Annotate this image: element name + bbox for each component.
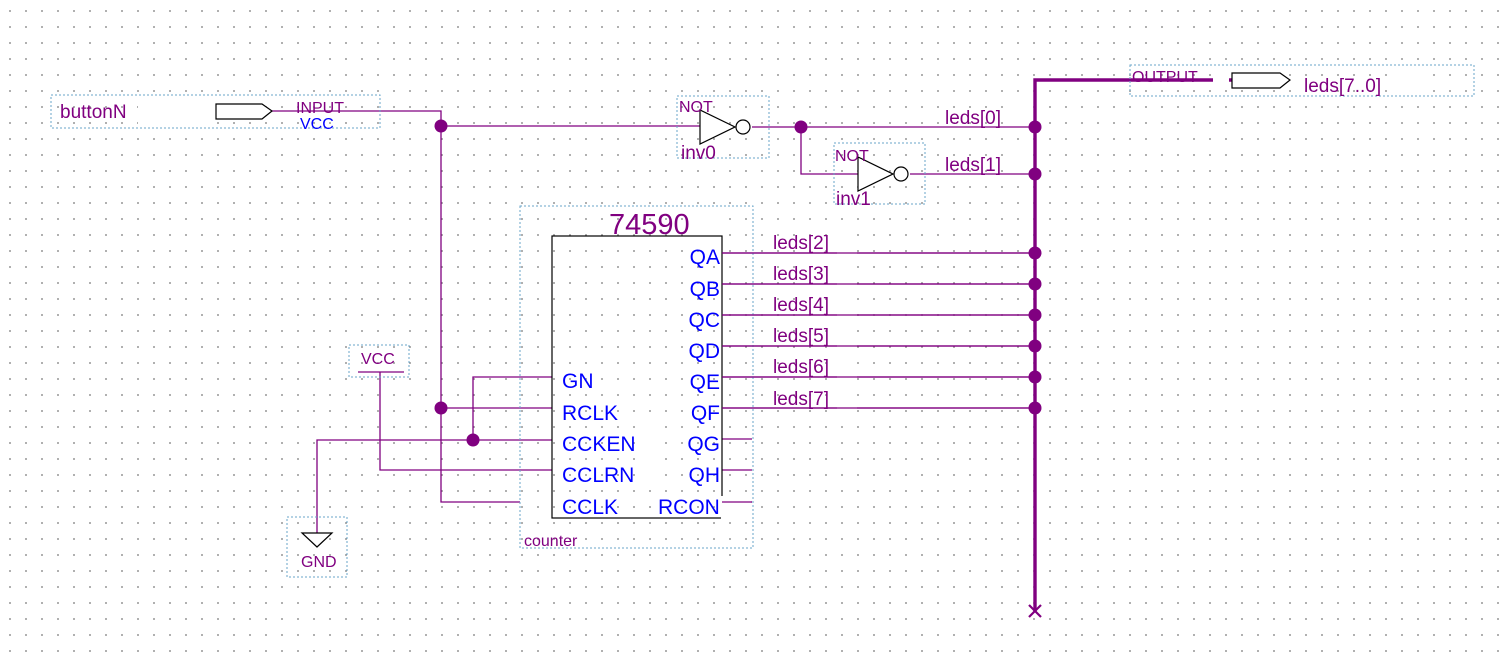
not-gate-icon — [699, 109, 737, 145]
net-label-mask — [1010, 149, 1028, 173]
junction-dot — [1028, 120, 1042, 134]
net-label-leds2: leds[2] — [773, 233, 829, 254]
net-label-leds7: leds[7] — [773, 389, 829, 410]
gn-wire[interactable] — [472, 376, 552, 441]
junction-dot — [466, 433, 480, 447]
clock-net-wire[interactable] — [272, 110, 700, 127]
pin-label-mask — [641, 457, 654, 487]
inv0-type-label: NOT — [679, 99, 713, 116]
input-pin[interactable]: buttonN INPUT VCC — [50, 94, 381, 133]
net-label-leds3: leds[3] — [773, 264, 829, 285]
input-pin-default-label: VCC — [300, 116, 334, 133]
pin-label-qa: QA — [690, 246, 720, 269]
output-pin[interactable]: OUTPUT leds[7..0] — [1129, 64, 1475, 97]
pin-label-qe: QE — [690, 371, 720, 394]
gnd-label: GND — [301, 554, 337, 571]
net-label-leds5: leds[5] — [773, 326, 829, 347]
input-pin-frame — [50, 94, 381, 129]
inv1-frame — [833, 142, 926, 205]
input-pin-name-mask — [138, 98, 210, 126]
bus-end-x-icon — [1028, 604, 1042, 618]
pin-label-qg: QG — [687, 433, 720, 456]
junction-dot — [1028, 167, 1042, 181]
vcc-label: VCC — [361, 351, 395, 368]
counter-instance-label: counter — [524, 533, 578, 550]
pin-label-cclrn: CCLRN — [562, 464, 634, 487]
gnd-symbol[interactable]: GND — [286, 516, 348, 578]
unused-output-stubs — [722, 438, 752, 503]
junction-dot — [434, 119, 448, 133]
bus-net-labels: leds[2] leds[3] leds[4] leds[5] leds[6] … — [722, 226, 1035, 416]
vcc-symbol[interactable]: VCC — [348, 344, 410, 378]
output-pin-frame — [1129, 64, 1475, 97]
output-pin-name: leds[7..0] — [1304, 76, 1381, 97]
inverter-bubble-icon — [893, 166, 909, 182]
input-pin-name: buttonN — [60, 102, 127, 123]
net-label-mask — [1010, 102, 1028, 126]
output-pin-type-label: OUTPUT — [1132, 69, 1198, 86]
pin-label-qb: QB — [690, 278, 720, 301]
counter-74590[interactable]: 74590 counter GN RCLK CCKEN CCLRN CCLK Q… — [519, 205, 754, 550]
leds-bus[interactable] — [1033, 78, 1232, 612]
junction-dot — [794, 120, 808, 134]
inv0-instance-label: inv0 — [681, 143, 716, 164]
net-label-leds0: leds[0] — [945, 108, 1001, 129]
gnd-frame — [286, 516, 348, 578]
net-label-mask — [837, 226, 857, 416]
input-pin-type-label: INPUT — [296, 100, 344, 117]
counter-part-mask — [693, 207, 717, 237]
inv1-input-wire[interactable] — [800, 127, 858, 175]
pin-label-mask — [721, 496, 751, 522]
output-pin-name-mask — [1393, 69, 1433, 95]
net-label-leds1: leds[1] — [945, 155, 1001, 176]
clock-trunk-wire[interactable] — [440, 126, 520, 503]
output-pin-arrow-icon — [1231, 72, 1292, 89]
gnd-wire[interactable] — [316, 439, 473, 533]
input-pin-arrow-icon — [215, 103, 274, 120]
inverter-bubble-icon — [735, 119, 751, 135]
net-label-leds4: leds[4] — [773, 295, 829, 316]
pin-label-gn: GN — [562, 370, 594, 393]
bus-wire-redraw — [722, 252, 1035, 409]
not-gate-icon — [857, 156, 895, 192]
ground-icon — [300, 532, 334, 548]
pin-label-rcon: RCON — [658, 496, 720, 519]
vcc-wire[interactable] — [379, 372, 552, 471]
inv1-type-label: NOT — [835, 148, 869, 165]
pin-label-rclk: RCLK — [562, 402, 618, 425]
inv0-frame — [676, 95, 770, 159]
pin-label-mask — [641, 426, 654, 456]
inverter-inv0[interactable]: NOT inv0 — [676, 95, 770, 164]
pin-label-qf: QF — [691, 402, 720, 425]
pin-label-qc: QC — [689, 309, 721, 332]
inverter-inv1[interactable]: NOT inv1 — [833, 142, 926, 210]
pin-label-ccken: CCKEN — [562, 433, 636, 456]
pin-label-qh: QH — [689, 464, 721, 487]
output-pin-label-mask — [1213, 66, 1229, 88]
vcc-frame — [348, 344, 410, 378]
inv1-instance-label: inv1 — [836, 189, 871, 210]
junction-dot — [434, 401, 448, 415]
pin-label-qd: QD — [689, 340, 721, 363]
net-label-leds6: leds[6] — [773, 357, 829, 378]
pin-label-cclk: CCLK — [562, 496, 618, 519]
